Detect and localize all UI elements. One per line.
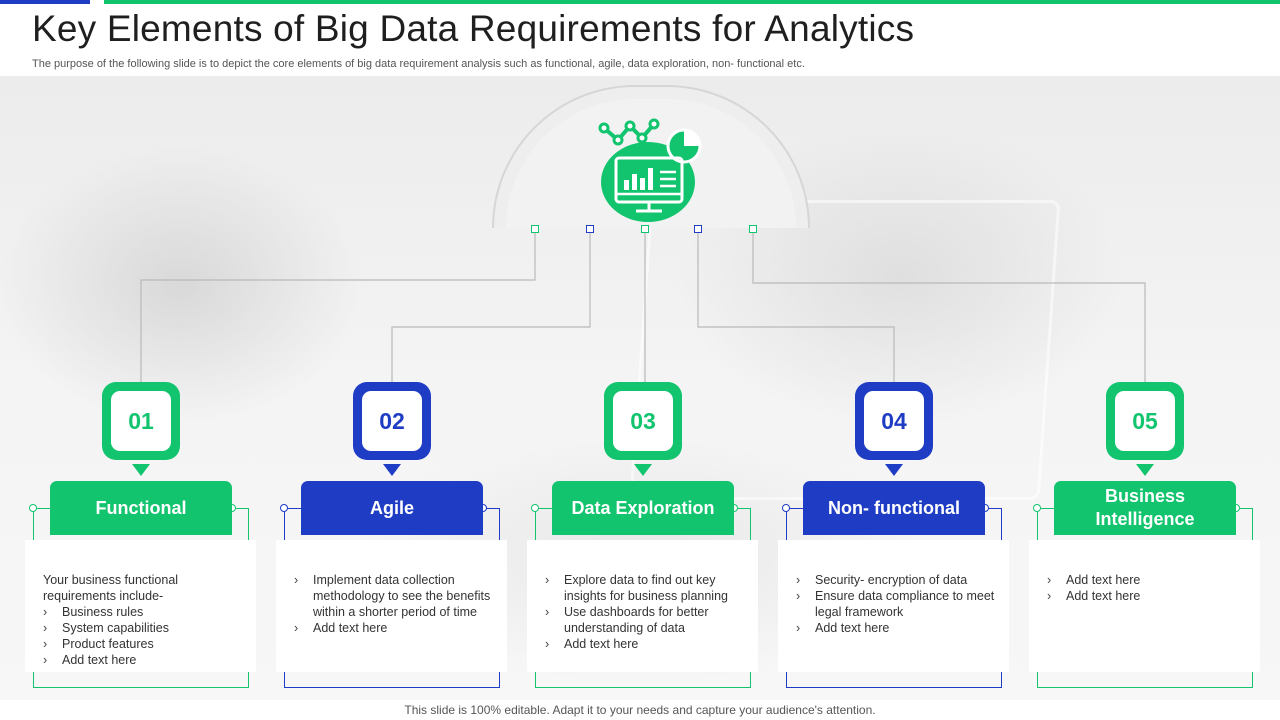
number-badge-01: 01: [102, 382, 180, 460]
list-item: Add text here: [1047, 572, 1248, 588]
list-item: Ensure data compliance to meet legal fra…: [796, 588, 997, 620]
frame-dot-left-03: [531, 504, 539, 512]
list-item: Product features: [43, 636, 244, 652]
list-item: Add text here: [796, 620, 997, 636]
card-body-04: Security- encryption of data Ensure data…: [778, 540, 1009, 672]
card-heading-03: Data Exploration: [552, 481, 734, 535]
card-bullets-03: Explore data to find out key insights fo…: [545, 572, 746, 652]
list-item: System capabilities: [43, 620, 244, 636]
slide-title: Key Elements of Big Data Requirements fo…: [32, 8, 915, 49]
frame-dot-left-01: [29, 504, 37, 512]
list-item: Add text here: [1047, 588, 1248, 604]
card-bullets-02: Implement data collection methodology to…: [294, 572, 495, 636]
number-badge-05: 05: [1106, 382, 1184, 460]
card-intro-01: Your business functional requirements in…: [43, 573, 179, 603]
list-item: Use dashboards for better understanding …: [545, 604, 746, 636]
number-label-03: 03: [613, 391, 673, 451]
card-body-02: Implement data collection methodology to…: [276, 540, 507, 672]
card-heading-01: Functional: [50, 481, 232, 535]
number-label-01: 01: [111, 391, 171, 451]
card-body-05: Add text here Add text here: [1029, 540, 1260, 672]
number-badge-02: 02: [353, 382, 431, 460]
list-item: Add text here: [545, 636, 746, 652]
badge-pointer-03: [634, 464, 652, 476]
badge-pointer-01: [132, 464, 150, 476]
list-item: Business rules: [43, 604, 244, 620]
list-item: Add text here: [294, 620, 495, 636]
card-heading-04: Non- functional: [803, 481, 985, 535]
card-bullets-01: Business rules System capabilities Produ…: [43, 604, 244, 668]
slide-subtitle: The purpose of the following slide is to…: [32, 58, 805, 70]
connector-node-03: [641, 225, 649, 233]
list-item: Explore data to find out key insights fo…: [545, 572, 746, 604]
badge-pointer-02: [383, 464, 401, 476]
number-label-04: 04: [864, 391, 924, 451]
frame-dot-left-05: [1033, 504, 1041, 512]
frame-dot-left-04: [782, 504, 790, 512]
badge-pointer-05: [1136, 464, 1154, 476]
connector-node-01: [531, 225, 539, 233]
number-label-02: 02: [362, 391, 422, 451]
number-badge-03: 03: [604, 382, 682, 460]
list-item: Security- encryption of data: [796, 572, 997, 588]
card-bullets-05: Add text here Add text here: [1047, 572, 1248, 604]
background-laptop-shape: [629, 200, 1061, 500]
top-accent-bar-green: [104, 0, 1280, 4]
frame-dot-left-02: [280, 504, 288, 512]
card-heading-02: Agile: [301, 481, 483, 535]
top-accent-bar-blue: [0, 0, 90, 4]
number-badge-04: 04: [855, 382, 933, 460]
list-item: Add text here: [43, 652, 244, 668]
number-label-05: 05: [1115, 391, 1175, 451]
badge-pointer-04: [885, 464, 903, 476]
connector-node-05: [749, 225, 757, 233]
card-body-01: Your business functional requirements in…: [25, 540, 256, 672]
card-bullets-04: Security- encryption of data Ensure data…: [796, 572, 997, 636]
slide-footer: This slide is 100% editable. Adapt it to…: [404, 703, 876, 717]
card-body-03: Explore data to find out key insights fo…: [527, 540, 758, 672]
card-heading-05: Business Intelligence: [1054, 481, 1236, 535]
analytics-dashboard-icon: [598, 118, 702, 222]
connector-node-04: [694, 225, 702, 233]
list-item: Implement data collection methodology to…: [294, 572, 495, 620]
connector-node-02: [586, 225, 594, 233]
